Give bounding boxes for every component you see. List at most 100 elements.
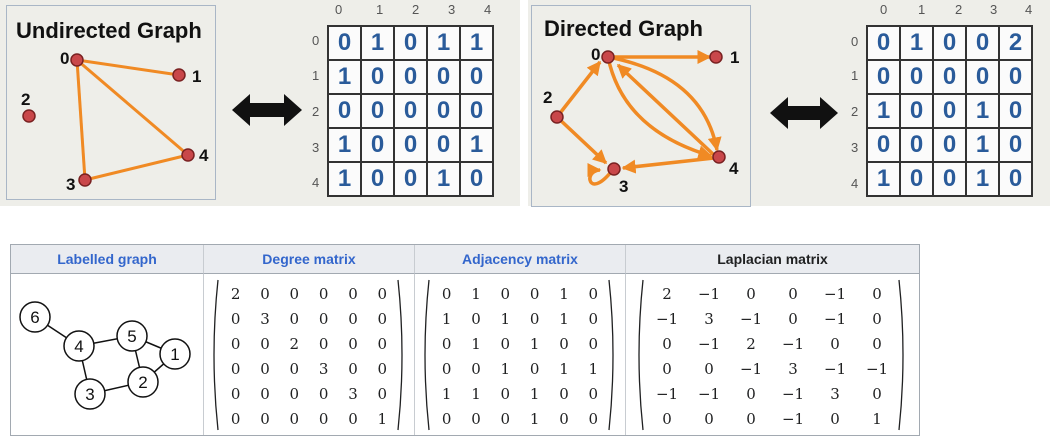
adjacency-cell: 0: [500, 409, 511, 428]
degree-cell: 3: [348, 384, 358, 403]
node-2: [550, 110, 564, 124]
adjacency-cell: 0: [500, 384, 511, 403]
degree-cell: 0: [377, 384, 388, 403]
adjacency-cell: 1: [441, 309, 452, 328]
laplacian-cell: 0: [788, 284, 798, 303]
cell: 1: [866, 93, 901, 129]
node-1: [172, 68, 186, 82]
degree-cell: 0: [348, 359, 358, 378]
laplacian-cell: 0: [830, 334, 840, 353]
edge-4-3: [621, 156, 715, 174]
matrix-paren-left: [424, 279, 430, 431]
gnode-1: [159, 338, 191, 370]
degree-cell: 0: [348, 409, 358, 428]
edge-0-4-a: [607, 55, 722, 152]
degree-cell: 0: [230, 384, 241, 403]
row-header-1: 1: [312, 68, 320, 83]
adjacency-cell: 1: [529, 409, 540, 428]
adjacency-cell: 0: [559, 384, 569, 403]
degree-cell: 0: [318, 309, 329, 328]
cell: 0: [899, 161, 934, 197]
adjacency-cell: 0: [529, 359, 540, 378]
degree-cell: 3: [318, 359, 329, 378]
node-label-4: 4: [199, 146, 209, 165]
row-header-3: 3: [312, 140, 320, 155]
degree-cell: 0: [289, 384, 300, 403]
cell: 0: [899, 93, 934, 129]
adjacency-cell: 0: [529, 284, 540, 303]
adjacency-cell: 1: [500, 359, 511, 378]
undirected-graph: 0 1 2 3 4: [21, 49, 209, 194]
cell: 0: [965, 25, 1000, 61]
cell: 1: [426, 161, 461, 197]
row-header-0: 0: [851, 34, 859, 49]
adjacency-cell: 0: [588, 309, 599, 328]
col-header-3: 3: [448, 2, 456, 17]
laplacian-cell: −1: [781, 384, 805, 403]
adjacency-cell: 1: [559, 309, 569, 328]
gnode-6: [19, 301, 51, 333]
col-header-3: 3: [990, 2, 998, 17]
row-header-2: 2: [851, 104, 859, 119]
matrix-paren-right: [608, 279, 614, 431]
node-label-3: 3: [619, 177, 628, 196]
header-adjacency-matrix[interactable]: Adjacency matrix: [415, 245, 626, 274]
laplacian-cell: 0: [662, 359, 672, 378]
adjacency-cell: 0: [441, 359, 452, 378]
adjacency-cell: 1: [529, 334, 540, 353]
header-labelled-graph[interactable]: Labelled graph: [11, 245, 204, 274]
cell: 0: [459, 161, 494, 197]
laplacian-cell: 0: [662, 409, 672, 428]
degree-cell: 0: [260, 334, 270, 353]
laplacian-cell: −1: [823, 284, 847, 303]
directed-title: Directed Graph: [544, 16, 703, 41]
degree-cell: 0: [260, 384, 270, 403]
laplacian-cell: −1: [823, 309, 847, 328]
cell: 0: [393, 59, 428, 95]
cell: 0: [965, 59, 1000, 95]
degree-cell: 0: [289, 409, 300, 428]
degree-cell: 3: [260, 309, 270, 328]
degree-cell: 0: [230, 409, 241, 428]
adjacency-cell: 0: [588, 284, 599, 303]
header-laplacian-matrix: Laplacian matrix: [626, 245, 919, 274]
matrix-paren-right: [898, 279, 904, 431]
degree-cell: 0: [260, 284, 270, 303]
row-header-1: 1: [851, 68, 859, 83]
col-header-0: 0: [880, 2, 888, 17]
adjacency-cell: 1: [441, 384, 452, 403]
laplacian-cell: 0: [872, 309, 882, 328]
cell: 0: [932, 93, 967, 129]
degree-cell: 0: [318, 409, 329, 428]
adjacency-cell: 0: [559, 409, 569, 428]
cell: 1: [327, 161, 362, 197]
row-header-0: 0: [312, 33, 320, 48]
laplacian-cell: 2: [746, 334, 756, 353]
adjacency-cell: 0: [471, 409, 481, 428]
degree-cell: 0: [318, 284, 329, 303]
degree-cell: 0: [289, 309, 300, 328]
cell: 1: [459, 127, 494, 163]
gnode-label-3: 3: [85, 385, 94, 404]
gnode-label-5: 5: [127, 327, 136, 346]
node-4: [712, 150, 726, 164]
gnode-label-1: 1: [170, 345, 179, 364]
degree-cell: 0: [377, 334, 388, 353]
adjacency-cell: 0: [500, 284, 511, 303]
adjacency-cell: 0: [588, 384, 599, 403]
header-degree-matrix[interactable]: Degree matrix: [204, 245, 415, 274]
col-header-2: 2: [955, 2, 963, 17]
cell: 0: [866, 25, 901, 61]
node-label-2: 2: [543, 88, 552, 107]
node-label-0: 0: [60, 49, 69, 68]
edge-4-0: [616, 63, 716, 157]
edge-0-1: [76, 58, 180, 77]
col-header-2: 2: [412, 2, 420, 17]
laplacian-cell: −1: [697, 384, 721, 403]
gnode-label-2: 2: [138, 373, 147, 392]
cell: 0: [426, 59, 461, 95]
